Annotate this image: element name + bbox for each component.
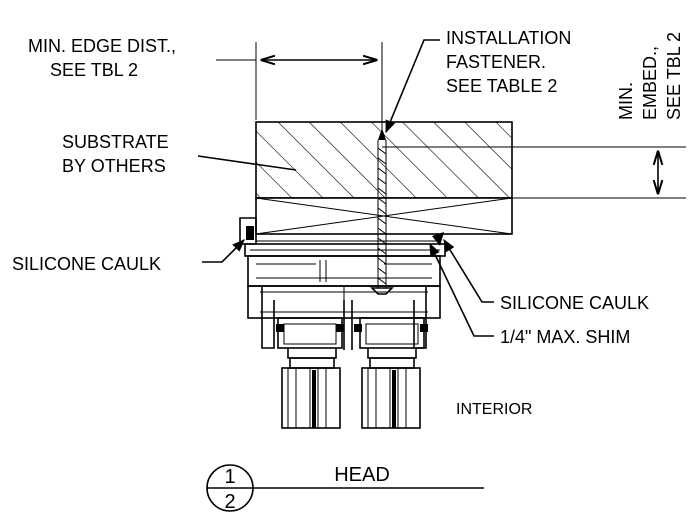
min-embed-label-line2: EMBED.,	[640, 46, 660, 120]
sheet-number: 2	[224, 491, 235, 513]
shim-label: 1/4" MAX. SHIM	[500, 327, 630, 347]
min-edge-dist-label-line2: SEE TBL 2	[50, 60, 138, 80]
substrate-label-line2: BY OTHERS	[62, 156, 166, 176]
fastener-label-line1: INSTALLATION	[446, 28, 571, 48]
detail-number: 1	[224, 466, 235, 488]
fastener-label-line3: SEE TABLE 2	[446, 76, 557, 96]
silicone-caulk-right-bead	[432, 232, 444, 246]
min-embed-label-line3: SEE TBL 2	[664, 32, 684, 120]
silicone-caulk-right-label: SILICONE CAULK	[500, 293, 649, 313]
min-embed-label-line1: MIN.	[616, 82, 636, 120]
shim-block	[255, 197, 513, 242]
substrate-label-line1: SUBSTRATE	[62, 132, 169, 152]
embed-dimension	[382, 146, 686, 199]
detail-title: HEAD	[334, 464, 390, 486]
min-edge-dist-label-line1: MIN. EDGE DIST.,	[28, 36, 176, 56]
detail-title-block: 1 2 HEAD	[206, 464, 484, 513]
left-sash	[276, 317, 344, 429]
edge-distance-dimension	[216, 42, 383, 140]
interior-label: INTERIOR	[456, 401, 532, 418]
silicone-caulk-left-label: SILICONE CAULK	[12, 254, 161, 274]
fastener-label-line2: FASTENER.	[446, 52, 546, 72]
right-sash	[354, 317, 428, 429]
substrate-block	[255, 121, 513, 199]
leader-lines	[197, 39, 494, 337]
